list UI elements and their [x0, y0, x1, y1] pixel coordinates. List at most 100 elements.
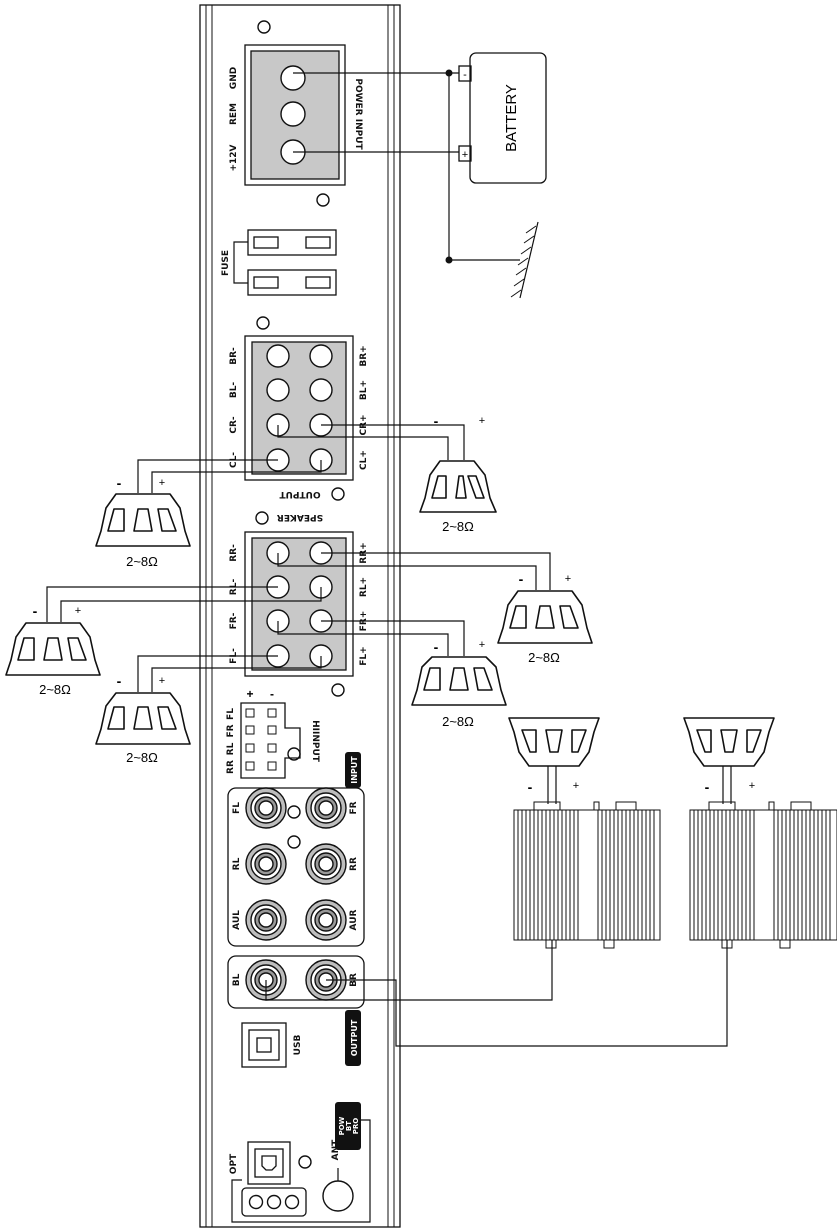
speaker-cr-minus: -: [434, 413, 439, 429]
external-amplifier-1: [513, 801, 661, 949]
usb-port[interactable]: USB: [241, 1022, 303, 1068]
bl-minus-terminal[interactable]: [266, 378, 290, 402]
speaker-cr-impedance: 2~8Ω: [442, 519, 474, 534]
rca-input-jacks: FL RL AUL FR RR AUR: [232, 787, 359, 941]
rca-output-section-label: OUTPUT: [350, 1019, 359, 1056]
subwoofer-2: - +: [683, 717, 775, 804]
fuse-block: FUSE: [221, 229, 337, 296]
battery: - + BATTERY: [458, 52, 547, 184]
rca-fl-jack[interactable]: [245, 787, 287, 829]
rca-output-final: [228, 704, 364, 754]
output-section-label: OUTPUT: [279, 489, 321, 499]
hi-input-rr-label: RR: [226, 760, 236, 774]
plus12v-label: +12V: [229, 144, 239, 171]
power-input-block: GND REM +12V POWER INPUT: [229, 44, 363, 186]
rca-rl-jack[interactable]: [245, 843, 287, 885]
status-pro-label: PRO: [352, 1118, 360, 1135]
hi-input-fr-label: FR: [226, 724, 236, 737]
rca-aul-jack[interactable]: [245, 899, 287, 941]
subwoofer-1: - +: [508, 717, 600, 804]
rca-output-real-drawing: [228, 704, 364, 754]
speaker-cl: - + 2~8Ω: [95, 475, 191, 569]
rca-output-body: [228, 704, 364, 754]
speaker-rl-plus: +: [75, 605, 81, 617]
speaker-wiring: [46, 424, 728, 1047]
rca-aul-label: AUL: [232, 910, 242, 930]
speaker-cr-plus: +: [479, 415, 485, 427]
hi-input-fl-label: FL: [226, 708, 236, 720]
remote-port[interactable]: [241, 1187, 307, 1217]
battery-positive-sign: +: [462, 149, 468, 161]
rca-output-outline-box: [228, 704, 364, 754]
battery-positive-terminal[interactable]: [458, 145, 472, 162]
speaker-fl: - + 2~8Ω: [95, 673, 191, 765]
speaker-cl-minus: -: [117, 475, 122, 491]
rca-bl-label: BL: [232, 973, 242, 986]
ant-label: ANT: [331, 1139, 341, 1160]
rca-output-visual: [228, 706, 364, 754]
rca-output-container: [228, 706, 364, 754]
rca-rl-label: RL: [232, 857, 242, 870]
bl-plus-terminal[interactable]: [309, 378, 333, 402]
battery-negative-sign: -: [463, 69, 467, 81]
optical-port[interactable]: OPT: [229, 1141, 291, 1185]
br-minus-terminal[interactable]: [266, 344, 290, 368]
opt-label: OPT: [229, 1153, 239, 1174]
rca-fr-jack[interactable]: [305, 787, 347, 829]
br-plus-terminal[interactable]: [309, 344, 333, 368]
rl-plus-label: RL+: [359, 577, 369, 597]
speaker-rl: - + 2~8Ω: [5, 603, 101, 697]
speaker-cl-plus: +: [159, 477, 165, 489]
rca-output-jack-section: [228, 704, 364, 754]
usb-label: USB: [293, 1035, 303, 1056]
rca-output-section-visible: [228, 704, 364, 754]
fuse-label: FUSE: [221, 250, 231, 276]
rca-output-frame-final: [227, 955, 365, 1009]
hi-input-plus-sign: +: [246, 687, 253, 701]
br-plus-label: BR+: [359, 345, 369, 366]
mounting-holes: [255, 20, 345, 1169]
br-minus-label: BR-: [229, 347, 239, 365]
heatsink-fins-1: [517, 810, 655, 940]
subwoofer-2-minus: -: [705, 779, 710, 795]
speaker-rr-plus: +: [565, 573, 571, 585]
hi-input-rl-label: RL: [226, 742, 236, 755]
rca-output-main: [228, 706, 364, 754]
rca-fr-label: FR: [349, 801, 359, 814]
gnd-terminal[interactable]: [280, 65, 306, 91]
rca-rr-jack[interactable]: [305, 843, 347, 885]
status-pow-label: POW: [338, 1116, 346, 1135]
subwoofer-1-plus: +: [573, 780, 579, 792]
heatsink-fins-2: [693, 810, 831, 940]
rca-output-tab: OUTPUT: [345, 1010, 361, 1066]
speaker-rr: - + 2~8Ω: [497, 571, 593, 665]
speaker-cr: - + 2~8Ω: [419, 413, 497, 534]
speaker-fr: - + 2~8Ω: [411, 639, 507, 729]
rca-rr-label: RR: [349, 857, 359, 871]
rca-output-box-visible: [228, 704, 364, 754]
gnd-label: GND: [229, 67, 239, 89]
rca-input-section-label: INPUT: [350, 756, 359, 784]
antenna-connector[interactable]: ANT: [322, 1139, 354, 1212]
power-input-label: POWER INPUT: [353, 78, 363, 150]
ground-symbol-icon: [510, 221, 539, 299]
rca-input-panel: INPUT: [227, 752, 365, 947]
rr-minus-label: RR-: [229, 544, 239, 562]
subwoofer-2-plus: +: [749, 780, 755, 792]
status-leds: POW BT PRO: [231, 1102, 371, 1223]
rca-aur-label: AUR: [349, 909, 359, 930]
speaker-fr-impedance: 2~8Ω: [442, 714, 474, 729]
battery-label: BATTERY: [503, 84, 520, 152]
speaker-cl-impedance: 2~8Ω: [126, 554, 158, 569]
rca-aur-jack[interactable]: [305, 899, 347, 941]
hi-input-section-label: HIINPUT: [310, 720, 320, 763]
rca-output-visible: [228, 704, 364, 754]
speaker-fl-impedance: 2~8Ω: [126, 750, 158, 765]
speaker-section-label: SPEAKER: [277, 512, 323, 522]
amplifier-chassis: [199, 4, 401, 1228]
rca-fl-label: FL: [232, 802, 242, 814]
cr-minus-label: CR-: [229, 416, 239, 434]
rem-terminal[interactable]: [280, 101, 306, 127]
subwoofer-1-minus: -: [528, 779, 533, 795]
